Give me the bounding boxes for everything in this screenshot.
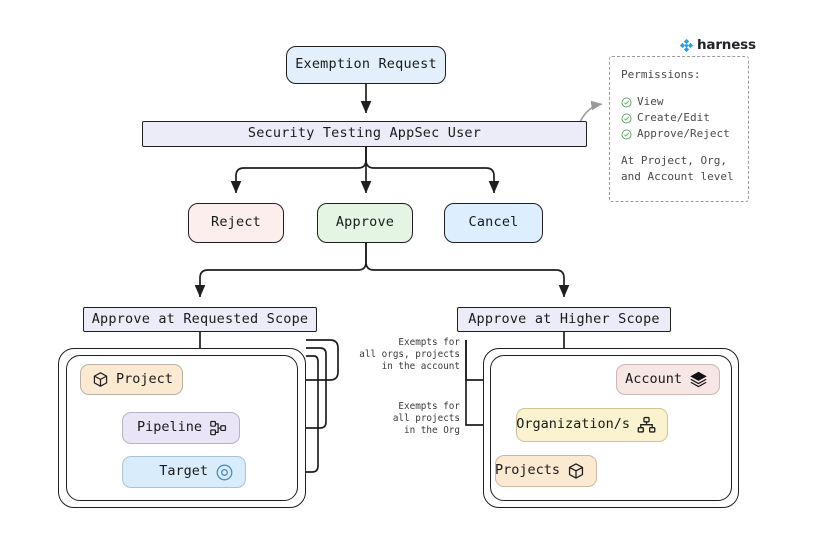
item-project[interactable]: Project (80, 364, 183, 395)
item-label: Pipeline (136, 419, 202, 436)
node-exemption-request[interactable]: Exemption Request (286, 46, 446, 84)
node-label: Reject (211, 214, 261, 231)
node-approve-requested-scope[interactable]: Approve at Requested Scope (83, 307, 317, 332)
permissions-title: Permissions: (621, 68, 701, 81)
node-label: Cancel (468, 214, 519, 231)
permission-item-view: View (621, 94, 737, 110)
layers-icon (689, 370, 708, 389)
item-target[interactable]: Target (122, 456, 246, 488)
permission-label: View (637, 95, 664, 108)
item-label: Project (116, 370, 173, 387)
item-label: Projects (494, 462, 560, 479)
permission-item-approve-reject: Approve/Reject (621, 126, 737, 142)
permission-item-create-edit: Create/Edit (621, 110, 737, 126)
harness-diamond-logo-icon (679, 38, 694, 53)
item-label: Organization/s (516, 416, 630, 433)
item-account[interactable]: Account (616, 364, 720, 395)
check-circle-icon (621, 97, 632, 108)
edge-label-account: Exempts for all orgs, projects in the ac… (359, 337, 460, 373)
node-reject[interactable]: Reject (188, 203, 284, 243)
permission-label: Approve/Reject (637, 127, 730, 140)
node-appsec-user[interactable]: Security Testing AppSec User (142, 121, 587, 147)
cube-icon (567, 462, 585, 480)
node-label: Approve at Higher Scope (468, 310, 660, 327)
node-label: Approve (335, 214, 395, 231)
harness-wordmark: harness (697, 37, 756, 53)
item-label: Target (159, 463, 208, 480)
item-label: Account (625, 370, 682, 387)
permission-label: Create/Edit (637, 111, 710, 124)
check-circle-icon (621, 129, 632, 140)
pipeline-icon (209, 420, 228, 437)
node-label: Security Testing AppSec User (247, 125, 482, 142)
item-projects[interactable]: Projects (495, 455, 597, 487)
node-approve-higher-scope[interactable]: Approve at Higher Scope (457, 307, 671, 332)
edge-label-org: Exempts for all projects in the Org (392, 401, 460, 437)
harness-logo: harness (679, 37, 756, 53)
target-icon (215, 463, 234, 482)
permissions-footer: At Project, Org, and Account level (621, 154, 734, 183)
permissions-panel: Permissions: View Create/Edit (609, 56, 749, 202)
node-approve[interactable]: Approve (317, 203, 413, 243)
check-circle-icon (621, 113, 632, 124)
cube-icon (92, 371, 109, 388)
node-cancel[interactable]: Cancel (444, 203, 543, 243)
node-label: Approve at Requested Scope (91, 310, 309, 327)
item-organizations[interactable]: Organization/s (516, 408, 668, 442)
node-label: Exemption Request (295, 56, 437, 73)
item-pipeline[interactable]: Pipeline (122, 412, 240, 444)
org-chart-icon (637, 416, 656, 434)
